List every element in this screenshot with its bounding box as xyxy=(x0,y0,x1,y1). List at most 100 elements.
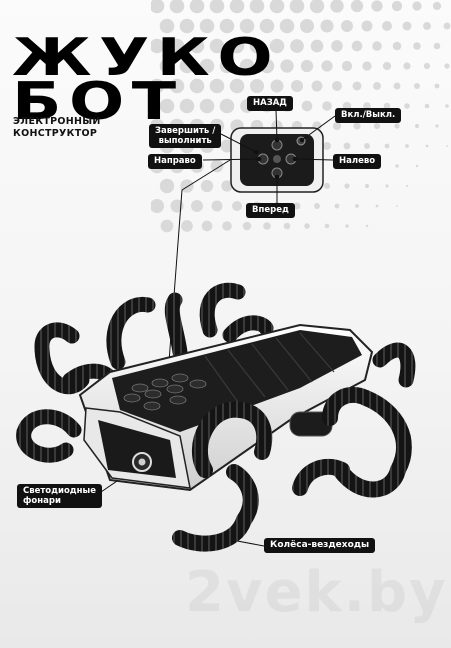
halftone-dot xyxy=(323,142,331,150)
halftone-dot xyxy=(280,59,294,73)
halftone-dot xyxy=(375,204,379,208)
halftone-dot xyxy=(314,203,320,209)
halftone-dot xyxy=(322,101,332,111)
halftone-dot xyxy=(394,123,400,129)
halftone-dot xyxy=(311,80,323,92)
halftone-dot xyxy=(159,178,175,194)
halftone-dot xyxy=(199,98,215,114)
tracks-front xyxy=(172,386,412,552)
halftone-dot xyxy=(423,22,431,30)
halftone-dot xyxy=(414,83,420,89)
halftone-dot xyxy=(405,184,409,188)
body-keypad xyxy=(123,373,207,411)
halftone-dot xyxy=(299,18,315,34)
product-title: ЖУКО БОТ xyxy=(12,32,280,132)
halftone-dot xyxy=(405,144,409,148)
callout-right: Направо xyxy=(148,154,202,169)
halftone-dot xyxy=(403,62,411,70)
halftone-dot xyxy=(446,145,448,147)
subtitle-line-2: КОНСТРУКТОР xyxy=(13,128,98,139)
halftone-dot xyxy=(289,0,305,14)
halftone-dot xyxy=(283,222,291,230)
halftone-dot xyxy=(249,78,265,94)
halftone-dot xyxy=(343,142,351,150)
halftone-dot xyxy=(209,78,225,94)
halftone-dot xyxy=(239,18,255,34)
halftone-dot xyxy=(181,220,193,232)
halftone-dot xyxy=(249,0,265,14)
halftone-dot xyxy=(249,38,265,54)
halftone-dot xyxy=(391,0,403,12)
callout-leds-line-1: Светодиодные xyxy=(23,486,96,496)
center-button-icon xyxy=(273,155,281,163)
robot-body xyxy=(78,323,374,492)
halftone-dot xyxy=(151,198,165,214)
halftone-dot xyxy=(229,78,245,94)
halftone-dot xyxy=(269,0,285,14)
halftone-dot xyxy=(364,183,370,189)
halftone-dot xyxy=(310,39,324,53)
halftone-dot xyxy=(414,123,420,129)
halftone-dot xyxy=(270,79,284,93)
halftone-dot xyxy=(404,103,410,109)
halftone-dot xyxy=(382,21,392,31)
callout-finish: Завершить / выполнить xyxy=(149,124,222,148)
halftone-dot xyxy=(169,0,185,14)
halftone-dot xyxy=(344,183,350,189)
halftone-dot xyxy=(293,202,301,210)
halftone-dot xyxy=(263,222,271,230)
halftone-dot xyxy=(169,78,185,94)
halftone-dot xyxy=(209,38,225,54)
halftone-dot xyxy=(191,200,203,212)
halftone-dot xyxy=(304,223,310,229)
tracks-back xyxy=(106,282,416,388)
halftone-dot xyxy=(415,164,419,168)
callout-forward: Вперед xyxy=(246,203,295,218)
halftone-dot xyxy=(269,38,285,54)
halftone-dot xyxy=(341,60,353,72)
halftone-dot xyxy=(413,42,421,50)
halftone-dot xyxy=(353,122,361,130)
halftone-dot xyxy=(210,159,224,173)
halftone-dot xyxy=(341,20,353,32)
subtitle-line-1: ЭЛЕКТРОННЫЙ xyxy=(13,116,101,127)
halftone-dot xyxy=(309,0,325,14)
halftone-dot xyxy=(300,59,314,73)
callout-finish-line-2: выполнить xyxy=(158,136,212,146)
halftone-dot xyxy=(412,1,422,11)
halftone-dot xyxy=(160,219,174,233)
callout-leds: Светодиодные фонари xyxy=(17,484,102,508)
halftone-dot xyxy=(434,83,440,89)
halftone-dot xyxy=(444,63,450,69)
halftone-dot xyxy=(445,104,449,108)
halftone-dot xyxy=(151,78,165,94)
halftone-dot xyxy=(151,38,165,54)
halftone-dot xyxy=(331,40,343,52)
halftone-dot xyxy=(373,82,381,90)
halftone-dot xyxy=(351,40,363,52)
halftone-dot xyxy=(199,58,215,74)
halftone-dot xyxy=(334,203,340,209)
title-line-2: БОТ xyxy=(12,72,184,132)
halftone-dot xyxy=(383,102,391,110)
callout-power: Вкл./Выкл. xyxy=(335,108,402,123)
halftone-dot xyxy=(350,0,364,13)
halftone-dot xyxy=(382,61,392,71)
callout-back: НАЗАД xyxy=(247,96,293,111)
halftone-dot xyxy=(279,18,295,34)
halftone-dot xyxy=(259,18,275,34)
halftone-dot xyxy=(189,38,205,54)
halftone-dot xyxy=(259,58,275,74)
halftone-dot xyxy=(363,102,371,110)
halftone-dot xyxy=(385,184,389,188)
halftone-dot xyxy=(323,182,331,190)
halftone-dot xyxy=(221,180,233,192)
halftone-dot xyxy=(332,121,342,131)
halftone-dot xyxy=(364,143,370,149)
halftone-dot xyxy=(169,38,185,54)
halftone-dot xyxy=(395,164,399,168)
halftone-dot xyxy=(332,81,342,91)
halftone-dot xyxy=(424,103,430,109)
halftone-dot xyxy=(402,21,412,31)
